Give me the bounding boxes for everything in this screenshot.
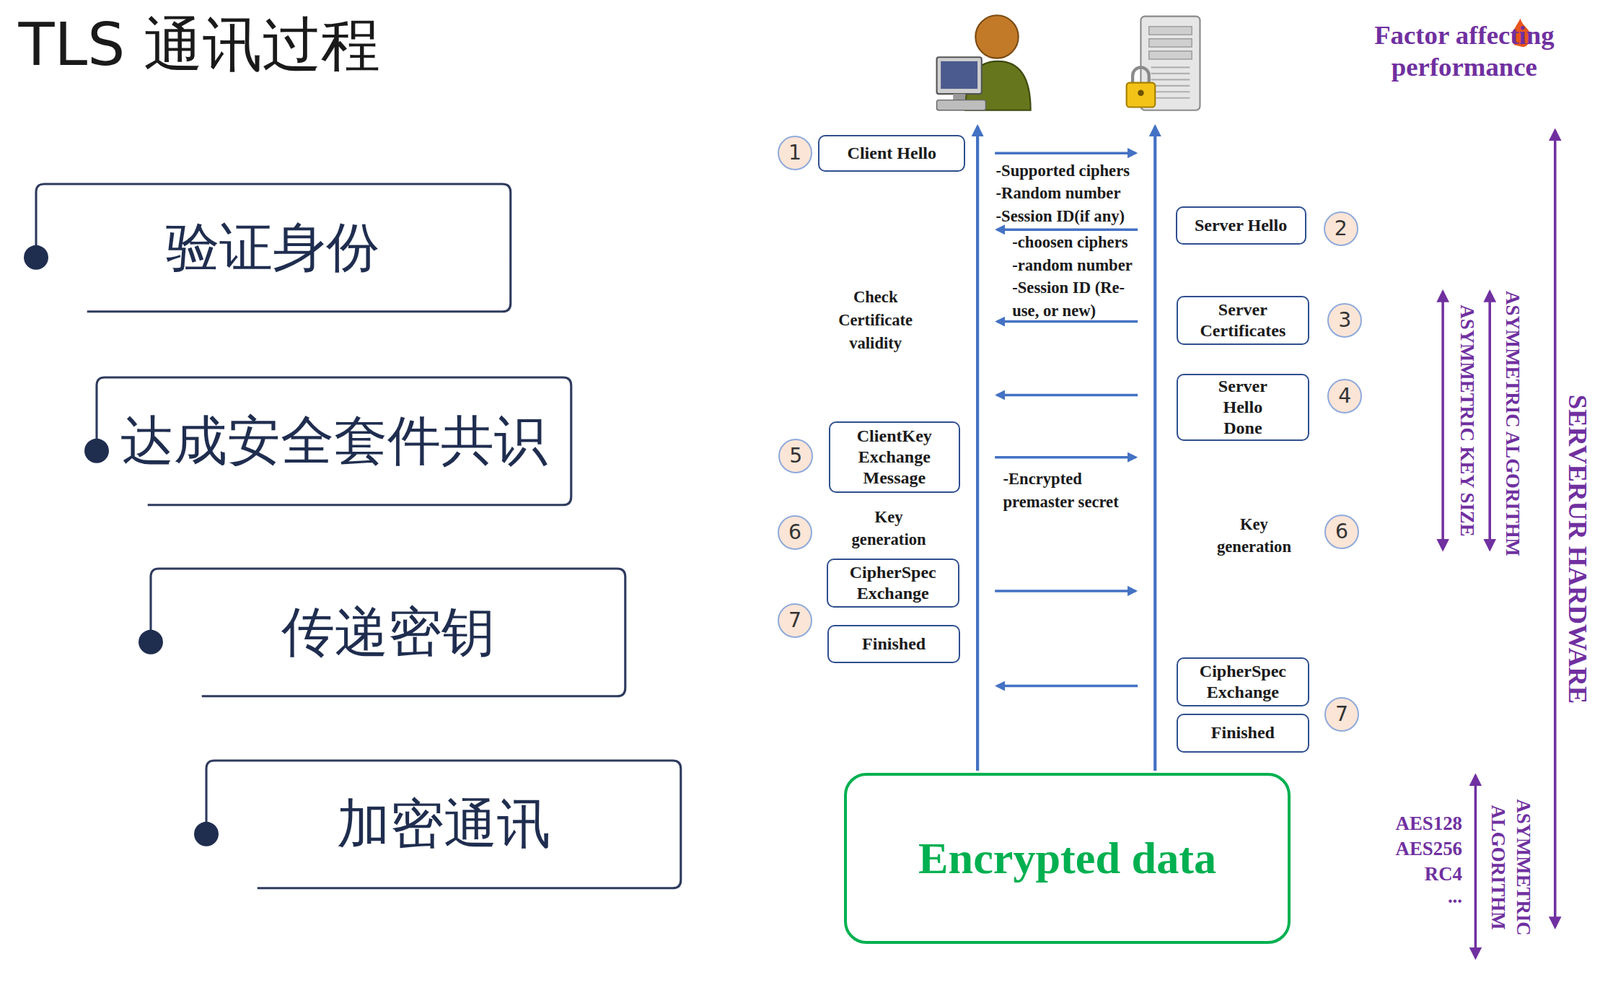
- message-text: Finished: [836, 633, 952, 655]
- message-text: Client Hello: [833, 142, 950, 164]
- phase-box: 加密通讯: [206, 760, 681, 889]
- message-note: -Session ID(if any): [996, 204, 1126, 228]
- step-number-text: 6: [1335, 521, 1349, 542]
- drive-bay: [1149, 26, 1192, 35]
- keyboard: [937, 100, 987, 111]
- step-number: 6: [777, 515, 813, 550]
- phase-box: 传递密钥: [150, 568, 626, 697]
- phase-bracket: [96, 377, 572, 505]
- message-arrow: [996, 227, 1138, 231]
- step-number: 6: [1324, 514, 1360, 549]
- span-arrow: [1553, 130, 1557, 927]
- message-arrow: [996, 393, 1138, 397]
- message-note: -Encrypted premaster secret: [1002, 467, 1137, 513]
- phase-text: 加密通讯: [336, 794, 551, 854]
- step-number: 5: [778, 438, 813, 474]
- step-number: 4: [1327, 378, 1362, 414]
- lock-shackle: [1132, 67, 1150, 84]
- phase-text: 达成安全套件共识: [120, 411, 548, 471]
- step-number: 3: [1327, 302, 1362, 338]
- page-title: TLS 通讯过程: [18, 12, 381, 78]
- message-box: Finished: [827, 624, 961, 664]
- step-number: 7: [1324, 696, 1360, 732]
- factor-label: SERVERUR HARDWARE: [1563, 394, 1593, 705]
- step-number-text: 1: [788, 142, 802, 164]
- step-note: Key generation: [844, 505, 935, 552]
- step-number-text: 2: [1334, 218, 1348, 239]
- server-vents: [1151, 67, 1191, 98]
- message-text: CipherSpec Exchange: [1185, 660, 1301, 703]
- client-lifeline: [976, 126, 979, 771]
- message-note: -choosen ciphers: [1012, 230, 1128, 254]
- message-arrow: [996, 320, 1138, 324]
- message-box: Server Certificates: [1176, 295, 1310, 345]
- monitor-screen: [940, 61, 978, 89]
- drive-bay: [1149, 51, 1192, 60]
- phase-dot: [194, 821, 219, 847]
- message-arrow: [994, 589, 1136, 593]
- drive-bay: [1149, 38, 1192, 47]
- phase-bracket: [36, 183, 511, 312]
- step-number-text: 4: [1338, 385, 1352, 407]
- cipher-name: RC4: [1424, 863, 1463, 886]
- message-box: Server Hello: [1175, 206, 1307, 246]
- step-note: Key generation: [1209, 512, 1300, 559]
- message-text: Server Hello: [1183, 214, 1299, 236]
- phase-dot: [138, 629, 164, 655]
- phase-text: 传递密钥: [281, 603, 495, 662]
- phase-dot: [23, 244, 49, 270]
- step-number: 7: [777, 603, 813, 638]
- message-arrow: [996, 684, 1138, 688]
- cipher-name: ...: [1447, 886, 1463, 909]
- lock-keyhole: [1137, 89, 1144, 96]
- step-number-text: 7: [788, 610, 802, 631]
- factor-label: ASYMMETRIC KEY SIZE: [1455, 304, 1478, 536]
- phase-box: 达成安全套件共识: [96, 377, 572, 505]
- factor-heading: Factor affecting performance: [1359, 19, 1569, 83]
- step-number-text: 3: [1338, 310, 1352, 331]
- span-arrow: [1441, 292, 1445, 549]
- message-note: -random number: [1012, 253, 1133, 278]
- phase-box: 验证身份: [36, 183, 511, 312]
- message-note: -Random number: [996, 181, 1122, 205]
- factor-label: ASYMMETRIC ALGORITHM: [1485, 790, 1536, 944]
- message-box: ClientKey Exchange Message: [828, 421, 961, 493]
- phase-dot: [84, 438, 109, 464]
- message-box: Finished: [1176, 713, 1310, 753]
- monitor-stand: [952, 93, 966, 100]
- span-arrow: [1488, 292, 1492, 549]
- message-box: CipherSpec Exchange: [826, 558, 960, 608]
- message-arrow: [994, 455, 1136, 459]
- server-lifeline: [1153, 126, 1157, 771]
- step-number-text: 6: [788, 522, 802, 543]
- step-number-text: 7: [1335, 704, 1349, 725]
- step-note: Check Certificate validity: [826, 286, 925, 355]
- phase-text: 验证身份: [165, 218, 380, 278]
- data-text: Encrypted data: [918, 833, 1217, 883]
- cipher-name: AES256: [1395, 838, 1463, 860]
- message-box: Client Hello: [818, 134, 966, 172]
- phase-bracket: [150, 568, 626, 697]
- message-text: Finished: [1185, 722, 1301, 744]
- data-box: Encrypted data: [844, 772, 1292, 945]
- message-text: Server Hello Done: [1203, 375, 1283, 439]
- step-number: 2: [1323, 211, 1359, 246]
- phase-bracket: [206, 760, 681, 889]
- message-note: -Session ID (Re-use, or new): [1012, 276, 1137, 322]
- cipher-name: AES128: [1395, 812, 1463, 835]
- person-head: [975, 15, 1018, 58]
- span-arrow: [1474, 775, 1478, 958]
- message-note: -Supported ciphers: [996, 159, 1130, 183]
- message-box: CipherSpec Exchange: [1176, 657, 1310, 707]
- message-text: ClientKey Exchange Message: [836, 425, 953, 489]
- monitor: [937, 56, 982, 94]
- message-box: Server Hello Done: [1176, 373, 1310, 441]
- message-text: CipherSpec Exchange: [835, 561, 951, 604]
- step-number-text: 5: [789, 445, 803, 467]
- step-number: 1: [777, 135, 813, 171]
- factor-label: ASYMMETRIC ALGORITHM: [1501, 290, 1524, 557]
- message-text: Server Certificates: [1185, 299, 1301, 342]
- message-arrow: [994, 151, 1136, 155]
- lock-body: [1126, 82, 1156, 108]
